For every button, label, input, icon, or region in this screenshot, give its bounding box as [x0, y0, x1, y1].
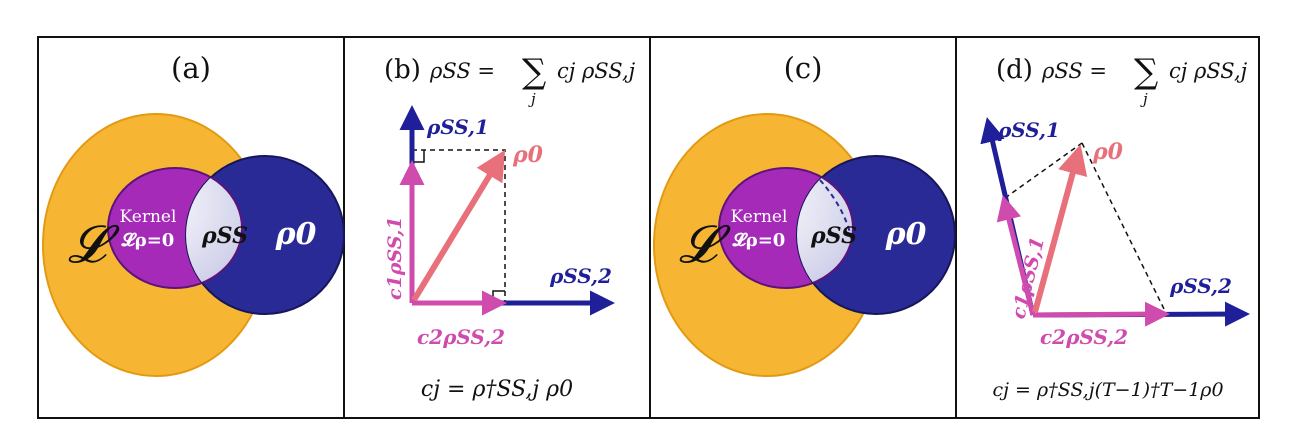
kernel-label: Kernel [731, 207, 788, 227]
rho0-vector-label: ρ0 [512, 142, 544, 168]
panel-a: (a) 𝓛 Kernel 𝓛ρ=0 ρSS ρ0 [42, 51, 345, 377]
panel-d-frame [955, 36, 1260, 419]
panel-b-title-lhs: ρSS = [429, 59, 495, 83]
component-2-label: c2ρSS,2 [1040, 325, 1128, 349]
panel-c: (c) 𝓛 Kernel 𝓛ρ=0 ρSS ρ0 [653, 51, 956, 377]
dashed-overlap-boundary [819, 179, 855, 297]
panel-b: (b) ρSS = ∑ j cj ρSS,j ρSS,1 ρSS,2 ρ0 c1… [384, 52, 636, 402]
kernel-equation: 𝓛ρ=0 [121, 230, 175, 251]
basis-vector-2-label: ρSS,2 [1169, 274, 1232, 298]
panel-d-sum-symbol: ∑ [1134, 52, 1158, 92]
rho0-arrow [411, 149, 506, 302]
rho0-vector-label: ρ0 [1092, 139, 1124, 165]
panel-d-sum-index: j [1140, 90, 1148, 108]
component-1-label: c1ρSS,1 [384, 216, 406, 300]
kernel-equation: 𝓛ρ=0 [732, 230, 786, 251]
overlap-outline [186, 167, 243, 289]
kernel-label: Kernel [120, 207, 177, 227]
panel-frames [37, 36, 1260, 419]
component-2-arrow [1032, 301, 1170, 327]
panel-b-sum-symbol: ∑ [522, 52, 546, 92]
panel-d-title-lhs: ρSS = [1041, 59, 1107, 83]
component-2-label: c2ρSS,2 [417, 325, 505, 349]
panel-b-label: (b) [384, 55, 421, 85]
panel-d-label: (d) [996, 55, 1033, 85]
panel-a-label: (a) [171, 51, 211, 85]
panel-c-label: (c) [784, 51, 823, 85]
overlap-region [797, 168, 853, 288]
panel-d: (d) ρSS = ∑ j cj ρSS,j ρSS,1 ρSS,2 ρ0 c1… [980, 52, 1250, 401]
basis-vector-1-label: ρSS,1 [426, 115, 489, 139]
rho0-label: ρ0 [885, 217, 927, 252]
panel-b-formula: cj = ρ†SS,j ρ0 [421, 377, 573, 402]
rho0-arrow [1032, 144, 1088, 313]
panel-b-sum-index: j [528, 90, 536, 108]
component-1-arrow [996, 195, 1036, 316]
panel-d-formula: cj = ρ†SS,j(T−1)†T−1ρ0 [992, 379, 1223, 401]
overlap-outline [797, 167, 854, 289]
panel-b-title-rhs: cj ρSS,j [557, 59, 636, 83]
dashed-line-top [1004, 142, 1083, 199]
dashed-line-right [1081, 142, 1167, 314]
panel-d-title-rhs: cj ρSS,j [1169, 59, 1248, 83]
overlap-label: ρSS [810, 223, 857, 249]
rho0-label: ρ0 [275, 217, 317, 252]
overlap-label: ρSS [201, 223, 248, 249]
basis-vector-1-label: ρSS,1 [997, 118, 1060, 142]
basis-vector-2-label: ρSS,2 [549, 264, 612, 288]
overlap-region [186, 168, 242, 288]
